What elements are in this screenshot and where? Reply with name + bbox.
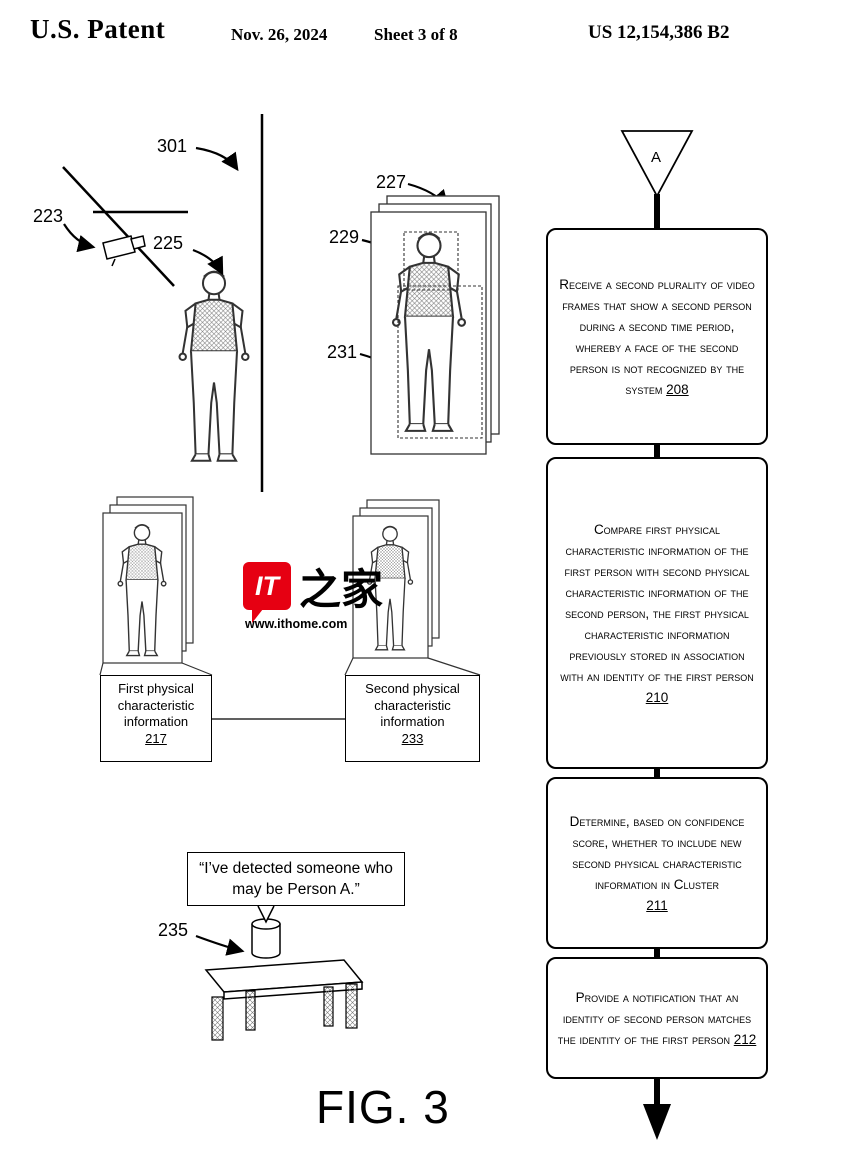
second-info-text: Second physical characteristic informati… bbox=[365, 681, 460, 729]
flow-step-210: Compare first physical characteristic in… bbox=[546, 457, 768, 769]
flow-step-208: Receive a second plurality of video fram… bbox=[546, 228, 768, 445]
speech-bubble-tail bbox=[257, 905, 275, 924]
video-frames-stack bbox=[370, 195, 500, 455]
table-leg bbox=[323, 986, 334, 1027]
arrow-227 bbox=[407, 182, 449, 208]
label-223: 223 bbox=[33, 206, 64, 226]
camera-icon bbox=[102, 235, 146, 267]
flow-step-211-ref: 211 bbox=[646, 897, 668, 913]
funnel-lines bbox=[99, 662, 213, 676]
flow-connector bbox=[654, 445, 660, 457]
flow-step-212-ref: 212 bbox=[733, 1031, 757, 1047]
flow-step-212: Provide a notification that an identity … bbox=[546, 957, 768, 1079]
arrow-229 bbox=[361, 238, 409, 258]
label-231: 231 bbox=[327, 342, 358, 362]
arrow-225 bbox=[192, 248, 224, 276]
flow-step-210-text: Compare first physical characteristic in… bbox=[560, 521, 754, 684]
patent-header-date: Nov. 26, 2024 bbox=[231, 25, 328, 44]
flow-step-208-body: Receive a second plurality of video fram… bbox=[557, 274, 757, 400]
flow-step-210-ref: 210 bbox=[645, 689, 669, 705]
first-person-figure bbox=[178, 270, 250, 462]
frame bbox=[386, 195, 500, 435]
body-bounding-box bbox=[397, 285, 483, 439]
table-top bbox=[204, 959, 364, 993]
patent-header-title: U.S. Patent bbox=[30, 14, 166, 44]
first-person-thumb bbox=[117, 524, 167, 657]
label-arrows bbox=[63, 146, 449, 956]
flow-step-208-text: Receive a second plurality of video fram… bbox=[559, 276, 755, 397]
ithome-logo-text: IT bbox=[255, 570, 279, 601]
ithome-logo: IT bbox=[243, 562, 291, 610]
label-301: 301 bbox=[157, 136, 188, 156]
label-227: 227 bbox=[376, 172, 407, 192]
connector-label-a: A bbox=[651, 149, 661, 166]
funnel-lines bbox=[344, 657, 481, 676]
table-edge bbox=[223, 981, 363, 1000]
frame bbox=[102, 512, 183, 664]
ithome-url: www.ithome.com bbox=[245, 617, 348, 631]
arrow-301 bbox=[195, 146, 239, 172]
table-leg bbox=[345, 983, 358, 1029]
speech-bubble: “I’ve detected someone who may be Person… bbox=[187, 852, 405, 906]
arrow-231 bbox=[359, 352, 406, 375]
table-leg bbox=[211, 996, 224, 1041]
frame bbox=[370, 211, 487, 455]
label-225: 225 bbox=[153, 233, 184, 253]
face-bounding-box bbox=[403, 231, 459, 291]
first-info-box: First physical characteristic informatio… bbox=[100, 675, 212, 762]
first-info-ref: 217 bbox=[145, 730, 167, 746]
flow-step-210-body: Compare first physical characteristic in… bbox=[557, 519, 757, 708]
arrow-223 bbox=[63, 223, 96, 253]
frame bbox=[378, 203, 492, 443]
flow-step-212-body: Provide a notification that an identity … bbox=[557, 987, 757, 1050]
figure-caption: FIG. 3 bbox=[316, 1081, 450, 1133]
frame bbox=[109, 504, 187, 652]
label-235: 235 bbox=[158, 920, 189, 940]
second-info-box: Second physical characteristic informati… bbox=[345, 675, 480, 762]
flow-connector bbox=[654, 194, 660, 228]
flow-step-208-ref: 208 bbox=[666, 381, 689, 397]
flow-connector bbox=[654, 949, 660, 957]
assistant-scene bbox=[204, 905, 364, 1041]
camera-scene bbox=[62, 114, 264, 492]
connector-triangle bbox=[620, 130, 694, 198]
flow-step-211-text: Determine, based on confidence score, wh… bbox=[569, 813, 745, 892]
flow-end-arrowhead bbox=[643, 1104, 671, 1140]
flow-step-211: Determine, based on confidence score, wh… bbox=[546, 777, 768, 949]
label-229: 229 bbox=[329, 227, 360, 247]
speech-bubble-text: “I’ve detected someone who may be Person… bbox=[199, 860, 393, 898]
arrow-235 bbox=[195, 934, 245, 956]
patent-header-sheet: Sheet 3 of 8 bbox=[374, 25, 458, 44]
frame bbox=[116, 496, 194, 644]
flow-connector bbox=[654, 1079, 660, 1106]
table-leg bbox=[245, 990, 256, 1031]
flow-step-212-text: Provide a notification that an identity … bbox=[557, 989, 752, 1047]
patent-header-number: US 12,154,386 B2 bbox=[588, 22, 730, 43]
ithome-logo-cjk: 之家 bbox=[299, 565, 384, 614]
flow-step-211-body: Determine, based on confidence score, wh… bbox=[557, 811, 757, 916]
first-frames-stack bbox=[99, 496, 213, 676]
speaker-cylinder bbox=[251, 918, 281, 959]
second-info-ref: 233 bbox=[401, 730, 424, 746]
flow-connector bbox=[654, 769, 660, 777]
table bbox=[204, 959, 364, 1041]
wall-corner-diagonal bbox=[62, 166, 175, 287]
first-info-text: First physical characteristic informatio… bbox=[117, 681, 195, 729]
second-person-figure bbox=[391, 232, 467, 432]
